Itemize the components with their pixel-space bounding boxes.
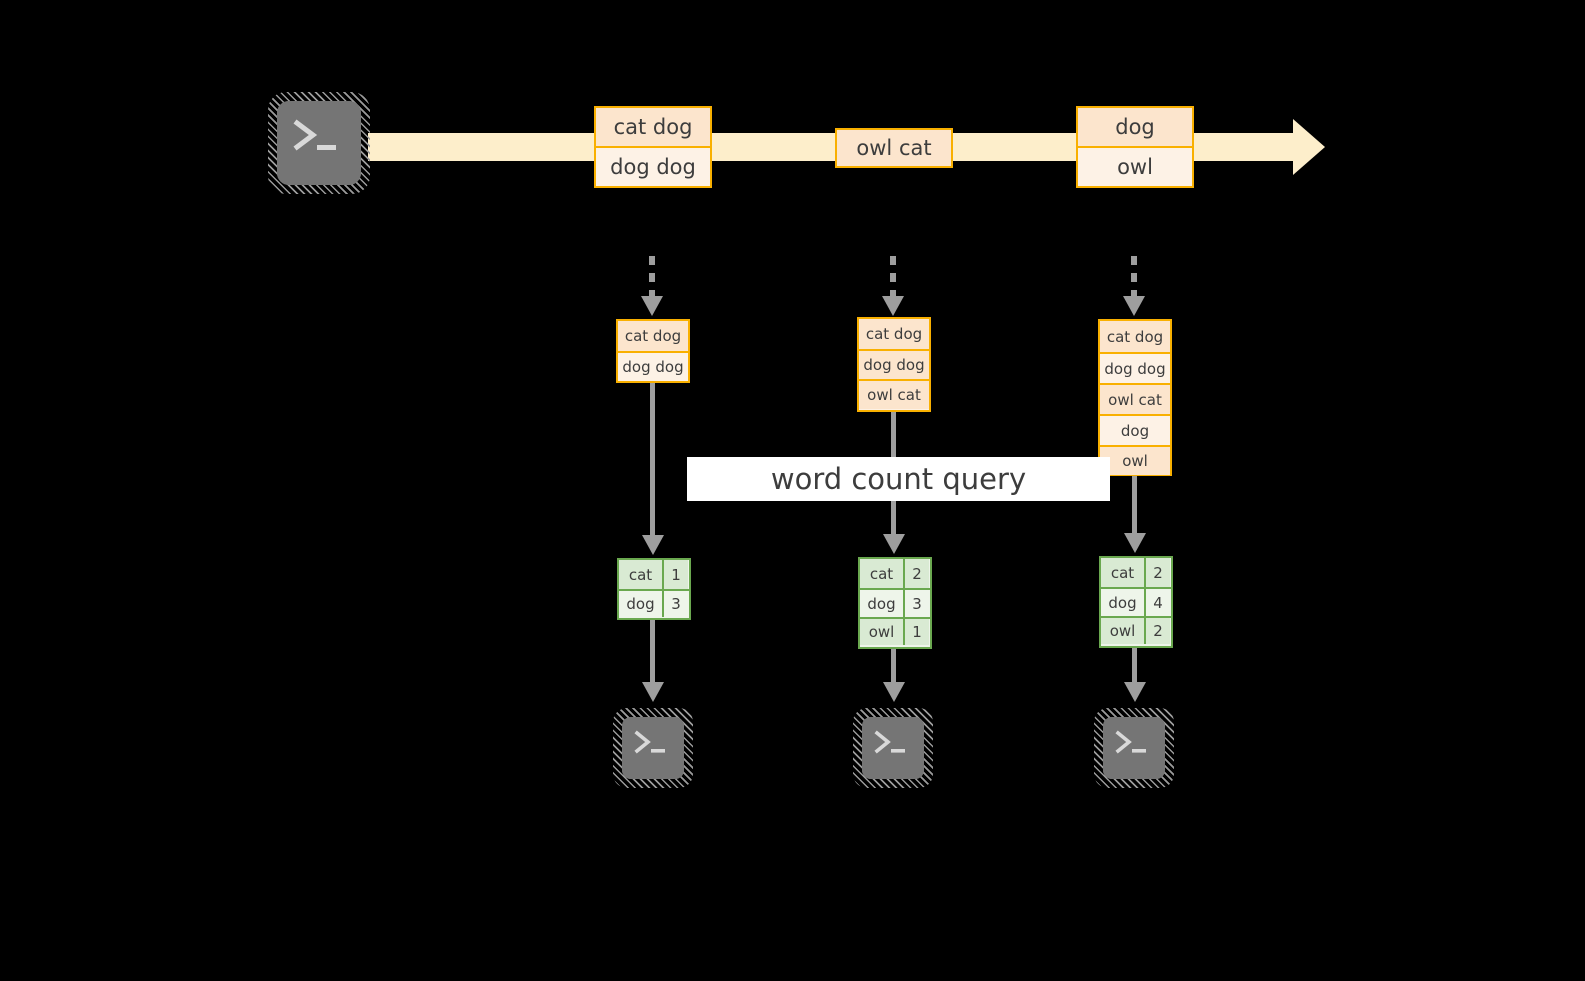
timeline-event-1-line-2: dog dog bbox=[596, 146, 710, 185]
batch-3-result-count-1: 2 bbox=[1146, 558, 1170, 587]
batch-2-result-count-3: 1 bbox=[905, 619, 929, 645]
timeline-event-1[interactable]: cat dog dog dog bbox=[594, 106, 712, 188]
timeline-event-1-line-1: cat dog bbox=[596, 108, 710, 146]
terminal-prompt-glyph bbox=[293, 119, 336, 151]
batch-3-sink-arrowhead bbox=[1124, 682, 1146, 702]
batch-2-result-count-2: 3 bbox=[905, 590, 929, 617]
batch-1-dashed-connector bbox=[649, 256, 655, 302]
query-label-banner: word count query bbox=[687, 457, 1110, 501]
batch-2-sink-arrowhead bbox=[883, 682, 905, 702]
batch-2-result-row-2: dog 3 bbox=[860, 588, 930, 617]
batch-2-result-row-1: cat 2 bbox=[860, 559, 930, 588]
batch-3-input-line-5: owl bbox=[1100, 445, 1170, 475]
batch-3-result-count-2: 4 bbox=[1146, 589, 1170, 616]
batch-3-dashed-arrowhead bbox=[1123, 296, 1145, 316]
terminal-body bbox=[862, 717, 924, 779]
timeline-event-2[interactable]: owl cat bbox=[835, 128, 953, 168]
batch-1-query-arrowhead bbox=[642, 535, 664, 555]
batch-2-dashed-connector bbox=[890, 256, 896, 302]
batch-3-result-table[interactable]: cat 2 dog 4 owl 2 bbox=[1099, 556, 1173, 648]
batch-2-dashed-arrowhead bbox=[882, 296, 904, 316]
batch-3-query-connector bbox=[1132, 476, 1137, 540]
batch-1-result-count-1: 1 bbox=[664, 560, 688, 589]
batch-3-result-row-2: dog 4 bbox=[1101, 587, 1171, 616]
batch-2-input-line-2: dog dog bbox=[859, 349, 929, 379]
batch-3-result-word-1: cat bbox=[1101, 558, 1146, 587]
batch-3-result-row-3: owl 2 bbox=[1101, 616, 1171, 644]
batch-2-result-word-2: dog bbox=[860, 590, 905, 617]
batch-2-result-table[interactable]: cat 2 dog 3 owl 1 bbox=[858, 557, 932, 649]
batch-3-input-line-4: dog bbox=[1100, 414, 1170, 445]
batch-1-result-row-2: dog 3 bbox=[619, 589, 689, 617]
timeline-arrowhead bbox=[1293, 119, 1325, 175]
batch-1-input-line-2: dog dog bbox=[618, 351, 688, 380]
timeline-event-3[interactable]: dog owl bbox=[1076, 106, 1194, 188]
batch-3-input-line-3: owl cat bbox=[1100, 383, 1170, 414]
batch-3-result-row-1: cat 2 bbox=[1101, 558, 1171, 587]
batch-3-sink-terminal-icon bbox=[1094, 708, 1174, 788]
batch-2-input-line-1: cat dog bbox=[859, 319, 929, 349]
timeline-event-2-line-1: owl cat bbox=[837, 130, 951, 165]
terminal-body bbox=[277, 101, 361, 185]
terminal-body bbox=[1103, 717, 1165, 779]
timeline-event-3-line-1: dog bbox=[1078, 108, 1192, 146]
terminal-body bbox=[622, 717, 684, 779]
batch-3-input-box[interactable]: cat dog dog dog owl cat dog owl bbox=[1098, 319, 1172, 476]
batch-1-result-count-2: 3 bbox=[664, 591, 688, 617]
batch-3-result-word-2: dog bbox=[1101, 589, 1146, 616]
batch-1-dashed-arrowhead bbox=[641, 296, 663, 316]
batch-3-query-arrowhead bbox=[1124, 533, 1146, 553]
batch-2-result-word-1: cat bbox=[860, 559, 905, 588]
batch-2-query-arrowhead bbox=[883, 534, 905, 554]
batch-1-query-connector bbox=[650, 383, 655, 541]
timeline-event-3-line-2: owl bbox=[1078, 146, 1192, 185]
terminal-prompt-glyph bbox=[874, 730, 905, 754]
batch-1-result-row-1: cat 1 bbox=[619, 560, 689, 589]
batch-2-result-row-3: owl 1 bbox=[860, 617, 930, 645]
batch-2-input-box[interactable]: cat dog dog dog owl cat bbox=[857, 317, 931, 412]
terminal-prompt-glyph bbox=[1115, 730, 1146, 754]
batch-2-sink-connector bbox=[891, 649, 896, 689]
source-terminal-icon bbox=[268, 92, 370, 194]
batch-3-input-line-1: cat dog bbox=[1100, 321, 1170, 352]
batch-1-sink-terminal-icon bbox=[613, 708, 693, 788]
batch-1-result-table[interactable]: cat 1 dog 3 bbox=[617, 558, 691, 620]
batch-2-result-count-1: 2 bbox=[905, 559, 929, 588]
batch-3-result-count-3: 2 bbox=[1146, 618, 1170, 644]
batch-3-sink-connector bbox=[1132, 648, 1137, 689]
batch-1-sink-arrowhead bbox=[642, 682, 664, 702]
batch-1-input-box[interactable]: cat dog dog dog bbox=[616, 319, 690, 383]
batch-1-result-word-1: cat bbox=[619, 560, 664, 589]
batch-3-result-word-3: owl bbox=[1101, 618, 1146, 644]
batch-2-result-word-3: owl bbox=[860, 619, 905, 645]
batch-1-result-word-2: dog bbox=[619, 591, 664, 617]
batch-2-sink-terminal-icon bbox=[853, 708, 933, 788]
batch-3-dashed-connector bbox=[1131, 256, 1137, 302]
terminal-prompt-glyph bbox=[634, 730, 665, 754]
batch-1-input-line-1: cat dog bbox=[618, 321, 688, 351]
batch-3-input-line-2: dog dog bbox=[1100, 352, 1170, 383]
batch-2-input-line-3: owl cat bbox=[859, 379, 929, 409]
batch-1-sink-connector bbox=[650, 620, 655, 688]
